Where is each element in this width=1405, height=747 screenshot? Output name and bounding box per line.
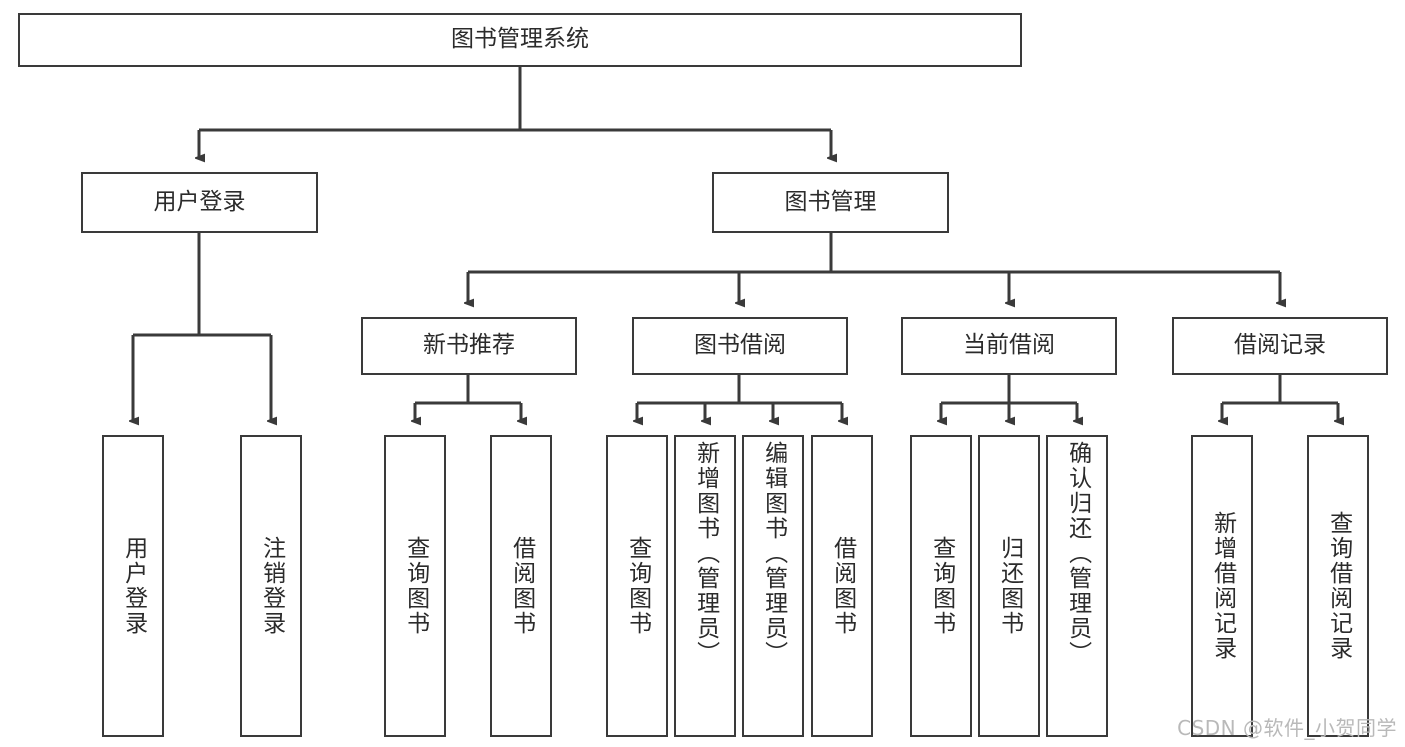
node-label: 用户登录 [120,536,147,636]
node-label: 新增借阅记录 [1209,511,1236,661]
node-label: 借阅图书 [829,536,856,636]
node-leaf-edit-book-admin[interactable]: 编辑图书（管理员） [742,435,804,737]
node-label: 确认归还（管理员） [1064,441,1091,666]
watermark: CSDN @软件_小贺同学 [1177,716,1397,740]
node-leaf-confirm-return-admin[interactable]: 确认归还（管理员） [1046,435,1108,737]
node-label: 注销登录 [258,536,285,636]
node-label: 图书管理 [784,188,877,215]
node-label: 借阅记录 [1234,332,1326,359]
node-leaf-borrow-book-recommend[interactable]: 借阅图书 [490,435,552,737]
node-current-borrow[interactable]: 当前借阅 [901,317,1117,375]
node-leaf-borrow-book[interactable]: 借阅图书 [811,435,873,737]
node-label: 归还图书 [996,536,1023,636]
node-label: 图书管理系统 [451,26,589,53]
node-leaf-return-book[interactable]: 归还图书 [978,435,1040,737]
node-label: 新书推荐 [423,332,515,359]
node-label: 查询借阅记录 [1325,511,1352,661]
node-leaf-add-book-admin[interactable]: 新增图书（管理员） [674,435,736,737]
node-label: 编辑图书（管理员） [760,441,787,666]
node-label: 查询图书 [624,536,651,636]
node-label: 用户登录 [153,188,246,215]
node-root-book-management-system[interactable]: 图书管理系统 [18,13,1022,67]
node-user-login[interactable]: 用户登录 [81,172,318,233]
node-leaf-user-login[interactable]: 用户登录 [102,435,164,737]
node-book-management[interactable]: 图书管理 [712,172,949,233]
node-leaf-query-borrow-record[interactable]: 查询借阅记录 [1307,435,1369,737]
node-label: 当前借阅 [963,332,1055,359]
node-leaf-query-book-borrow[interactable]: 查询图书 [606,435,668,737]
node-leaf-query-book-recommend[interactable]: 查询图书 [384,435,446,737]
node-book-borrow[interactable]: 图书借阅 [632,317,848,375]
node-leaf-add-borrow-record[interactable]: 新增借阅记录 [1191,435,1253,737]
node-label: 查询图书 [402,536,429,636]
node-label: 借阅图书 [508,536,535,636]
node-leaf-logout[interactable]: 注销登录 [240,435,302,737]
node-leaf-query-book-current[interactable]: 查询图书 [910,435,972,737]
node-label: 新增图书（管理员） [692,441,719,666]
node-label: 图书借阅 [694,332,786,359]
node-borrow-records[interactable]: 借阅记录 [1172,317,1388,375]
node-label: 查询图书 [928,536,955,636]
node-new-book-recommend[interactable]: 新书推荐 [361,317,577,375]
